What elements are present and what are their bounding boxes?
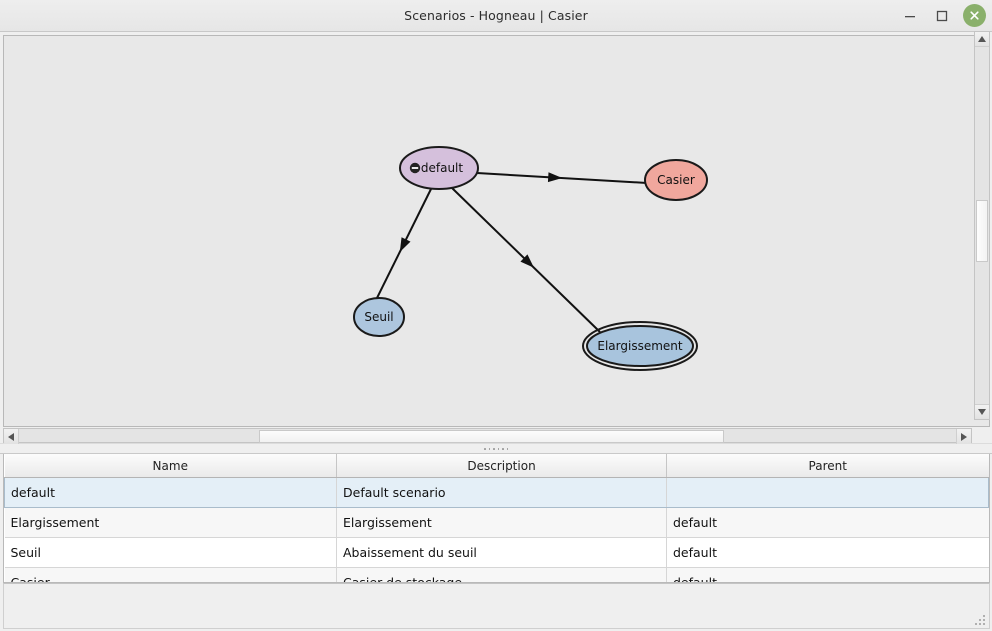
minus-circle-icon[interactable] — [409, 162, 421, 174]
table-header-row: Name Description Parent — [4, 454, 989, 479]
chevron-down-icon — [978, 409, 986, 415]
close-button[interactable] — [963, 4, 986, 27]
node-label: Seuil — [364, 310, 393, 324]
column-header-parent[interactable]: Parent — [666, 454, 989, 479]
cell-name[interactable]: default — [4, 477, 337, 509]
scroll-up-arrow[interactable] — [975, 32, 989, 47]
graph-node-casier[interactable]: Casier — [644, 159, 708, 201]
scroll-left-arrow[interactable] — [4, 429, 19, 444]
node-shape[interactable] — [399, 146, 479, 190]
cell-description[interactable]: Abaissement du seuil — [336, 537, 667, 569]
canvas-horizontal-scrollbar[interactable] — [3, 428, 972, 444]
window-controls — [899, 0, 986, 31]
maximize-button[interactable] — [931, 5, 953, 27]
canvas-vertical-scrollbar[interactable] — [974, 31, 990, 420]
scroll-right-arrow[interactable] — [956, 429, 971, 444]
cell-name[interactable]: Seuil — [4, 537, 337, 569]
cell-parent[interactable]: default — [666, 537, 989, 569]
close-icon — [970, 11, 979, 20]
cell-name[interactable]: Elargissement — [4, 507, 337, 539]
resize-grip-icon[interactable] — [973, 613, 985, 625]
maximize-icon — [936, 10, 948, 21]
node-shape[interactable] — [586, 325, 694, 367]
horizontal-scrollbar-thumb[interactable] — [259, 430, 724, 443]
node-label: default — [421, 161, 464, 175]
graph-node-elargissement[interactable]: Elargissement — [582, 321, 698, 371]
node-selection-ring — [582, 321, 698, 371]
chevron-left-icon — [8, 432, 14, 441]
minus-bar — [411, 167, 419, 169]
node-shape[interactable] — [353, 297, 405, 337]
graph-edges — [376, 172, 648, 333]
cell-description[interactable]: Elargissement — [336, 507, 667, 539]
title-bar: Scenarios - Hogneau | Casier — [0, 0, 992, 32]
column-header-description[interactable]: Description — [336, 454, 667, 479]
column-header-name[interactable]: Name — [4, 454, 337, 479]
scroll-down-arrow[interactable] — [975, 404, 989, 419]
window-title: Scenarios - Hogneau | Casier — [404, 8, 588, 23]
graph-node-default[interactable]: default — [399, 146, 479, 190]
panel-splitter[interactable] — [0, 443, 992, 455]
node-label: Elargissement — [597, 339, 683, 353]
minimize-button[interactable] — [899, 5, 921, 27]
cell-description[interactable]: Casier de stockage — [336, 567, 667, 583]
edge-arrowhead-icon — [547, 172, 563, 183]
edge-arrowhead-icon — [399, 237, 411, 252]
cell-description[interactable]: Default scenario — [336, 477, 667, 509]
cell-parent[interactable] — [666, 477, 989, 509]
node-label: Casier — [657, 173, 695, 187]
minimize-icon — [905, 15, 915, 17]
vertical-scrollbar-thumb[interactable] — [976, 200, 988, 262]
cell-parent[interactable]: default — [666, 567, 989, 583]
cell-parent[interactable]: default — [666, 507, 989, 539]
node-shape[interactable] — [644, 159, 708, 201]
cell-name[interactable]: Casier — [4, 567, 337, 583]
edge-arrowhead-icon — [520, 254, 534, 268]
chevron-up-icon — [978, 36, 986, 42]
graph-node-seuil[interactable]: Seuil — [353, 297, 405, 337]
status-bar — [3, 583, 990, 629]
splitter-grip-icon — [484, 448, 508, 450]
chevron-right-icon — [961, 432, 967, 441]
